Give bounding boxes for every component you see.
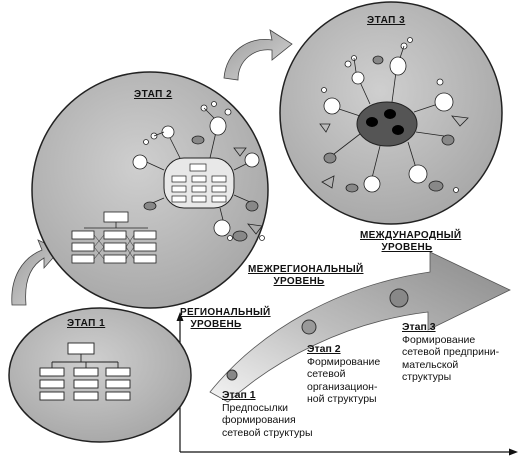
- stage2-network-hub: [163, 157, 235, 209]
- stage3-circle: [279, 1, 503, 225]
- stage3-title: ЭТАП 3: [367, 15, 406, 26]
- stage3-caption: Этап 3 Формирование сетевой предприни- м…: [402, 321, 512, 384]
- international-level-line2: УРОВЕНЬ: [381, 242, 433, 253]
- stage2-caption: Этап 2 Формирование сетевой организацион…: [307, 343, 397, 406]
- regional-level-line2: УРОВЕНЬ: [190, 319, 242, 330]
- stage2-caption-line1: Формирование: [307, 355, 381, 368]
- stage3-caption-line4: структуры: [402, 371, 452, 383]
- stage1-caption-line2: формирования: [222, 414, 296, 426]
- stage2-caption-line4: ной структуры: [307, 393, 377, 405]
- stage3-caption-heading: Этап 3: [402, 321, 436, 333]
- international-level-line1: МЕЖДУНАРОДНЫЙ: [360, 230, 462, 241]
- interregional-level-line2: УРОВЕНЬ: [273, 276, 325, 287]
- growth-arrow: [209, 251, 511, 403]
- stage1-caption-heading: Этап 1: [222, 389, 256, 401]
- stage2-caption-line2: сетевой: [307, 368, 346, 380]
- interregional-level-line1: МЕЖРЕГИОНАЛЬНЫЙ: [248, 264, 364, 275]
- stage1-org-chart: [39, 342, 131, 401]
- stage3-satellites: [319, 37, 469, 193]
- stage3-hub: [356, 101, 418, 147]
- stage1-caption-line1: Предпосылки: [222, 401, 289, 414]
- stage1-circle: [8, 307, 192, 443]
- stage2-marker: [301, 319, 317, 335]
- stage3-caption-line1: Формирование: [402, 333, 476, 346]
- stage2-caption-line3: организацион-: [307, 380, 378, 393]
- y-axis-arrowhead: [176, 312, 184, 321]
- regional-level-label: РЕГИОНАЛЬНЫЙ УРОВЕНЬ: [180, 307, 270, 331]
- x-axis-arrowhead: [509, 448, 518, 456]
- stage1-caption: Этап 1 Предпосылки формирования сетевой …: [222, 389, 332, 439]
- curved-arrow-3: [223, 29, 293, 81]
- stage1-caption-line3: сетевой структуры: [222, 426, 313, 439]
- stage2-title: ЭТАП 2: [134, 89, 173, 100]
- stage1-marker: [226, 369, 238, 381]
- international-level-label: МЕЖДУНАРОДНЫЙ УРОВЕНЬ: [360, 230, 461, 254]
- stage3-marker: [389, 288, 409, 308]
- stage3-caption-line2: сетевой предприни-: [402, 346, 500, 358]
- stage2-org-chart: [71, 211, 157, 264]
- stage2-circle: [31, 71, 269, 309]
- stage1-title: ЭТАП 1: [67, 318, 106, 329]
- stage3-caption-line3: мательской: [402, 358, 459, 371]
- interregional-level-label: МЕЖРЕГИОНАЛЬНЫЙ УРОВЕНЬ: [248, 264, 363, 288]
- regional-level-line1: РЕГИОНАЛЬНЫЙ: [180, 307, 271, 318]
- stage2-satellites: [132, 101, 265, 242]
- stage2-caption-heading: Этап 2: [307, 343, 341, 355]
